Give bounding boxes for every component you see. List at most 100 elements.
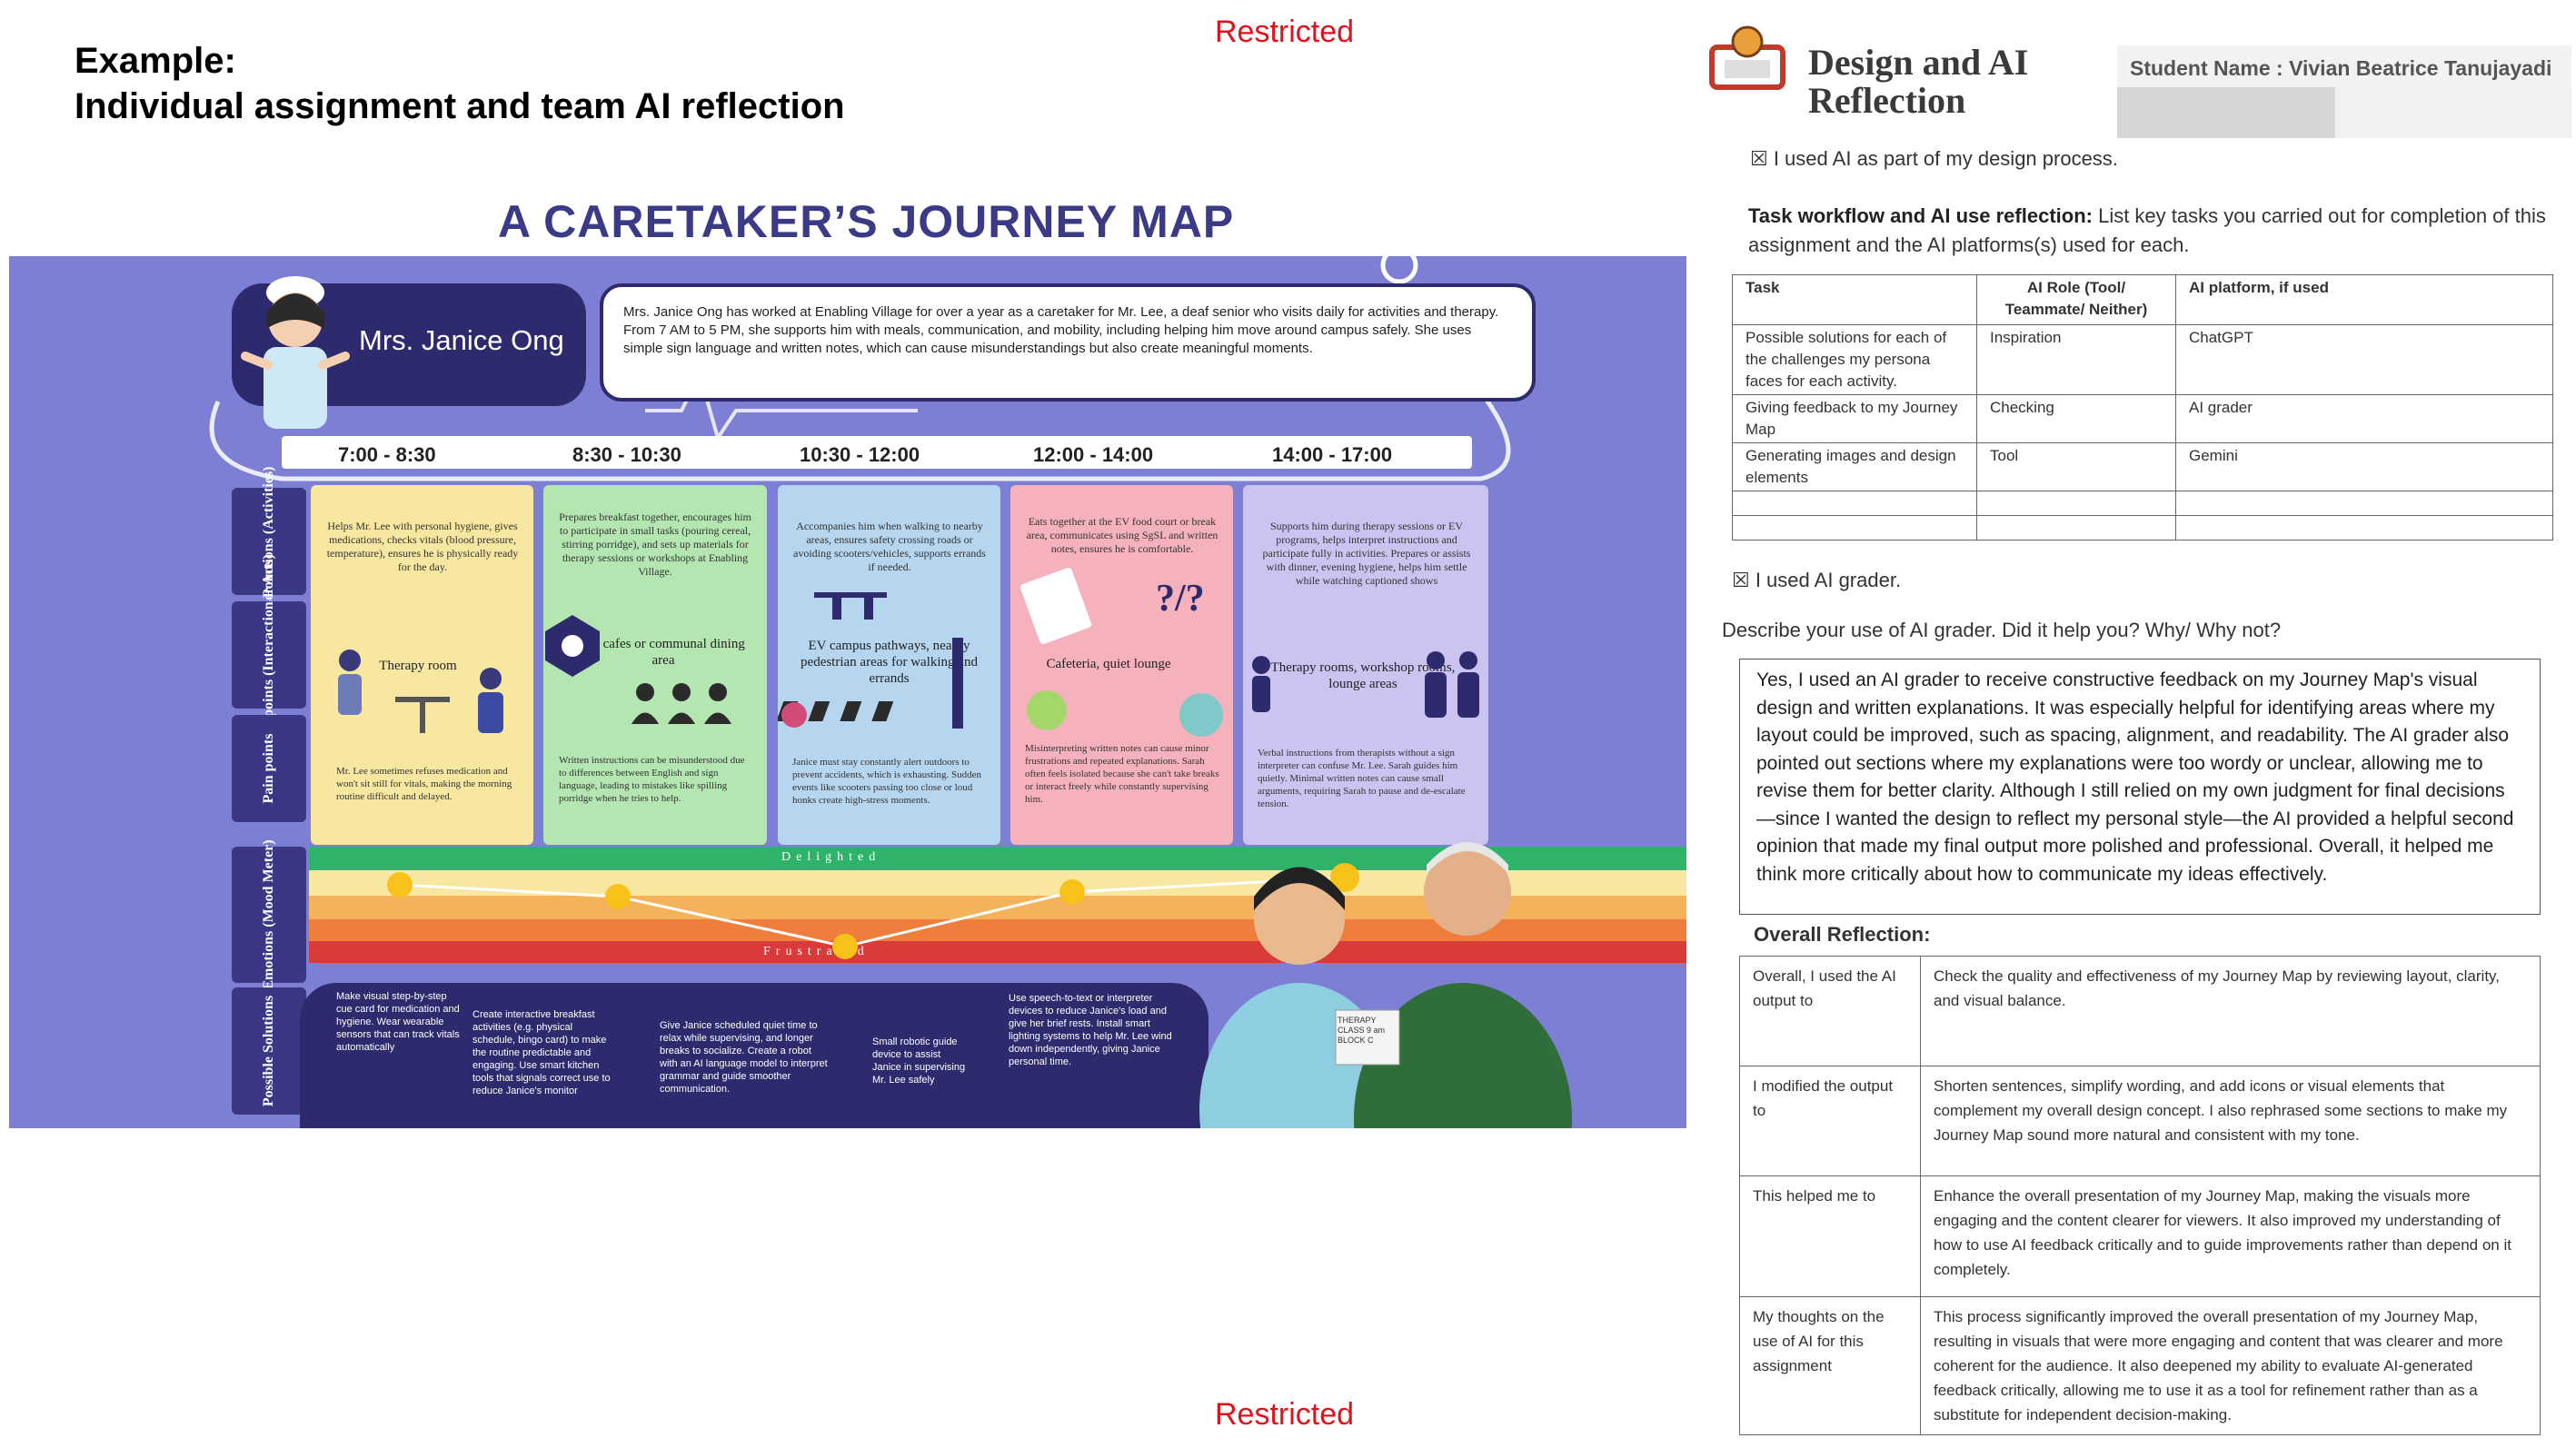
mood-top-label: Delighted xyxy=(781,850,881,864)
action-text: Supports him during therapy sessions or … xyxy=(1262,520,1471,587)
overall-reflection-table: Overall, I used the AI output to Check t… xyxy=(1739,956,2541,1435)
student-name: Student Name : Vivian Beatrice Tanujayad… xyxy=(2130,56,2552,80)
solution-text: Give Janice scheduled quiet time to rela… xyxy=(660,1020,828,1095)
touchpoint-title: Cafeteria, quiet lounge xyxy=(1046,657,1171,671)
journey-map-title: A CARETAKER’S JOURNEY MAP xyxy=(498,196,1235,247)
nurse-illustration-icon xyxy=(241,276,350,429)
reflection-title: Design and AI Reflection xyxy=(1808,44,2028,120)
column-1030-1200 xyxy=(778,485,1000,845)
table-row: My thoughts on the use of AI for this as… xyxy=(1739,1296,2541,1435)
time-label: 14:00 - 17:00 xyxy=(1272,443,1393,466)
grader-answer: Yes, I used an AI grader to receive cons… xyxy=(1739,659,2541,915)
ai-role-cell xyxy=(1976,491,2176,516)
time-label: 12:00 - 14:00 xyxy=(1033,443,1154,466)
therapy-rooms-illustration-icon xyxy=(1252,651,1479,718)
reflection-prompt-cell: This helped me to xyxy=(1739,1175,1921,1297)
touchpoint-title: EV campus pathways, nearby pedestrian ar… xyxy=(801,639,978,686)
example-subtitle: Individual assignment and team AI reflec… xyxy=(75,86,845,126)
row-label-pain-points: Pain points xyxy=(232,715,306,822)
reflection-response-cell: Enhance the overall presentation of my J… xyxy=(1920,1175,2541,1297)
solution-text: Make visual step-by-step cue card for me… xyxy=(336,991,460,1053)
redacted-box xyxy=(2117,87,2335,138)
ai-role-cell xyxy=(1976,515,2176,541)
overall-reflection-heading: Overall Reflection: xyxy=(1754,923,1931,946)
pain-point-text: Written instructions can be misunderstoo… xyxy=(559,755,745,804)
task-table-header: Task AI Role (Tool/ Teammate/ Neither) A… xyxy=(1732,274,2553,325)
table-row: Generating images and design elements To… xyxy=(1732,442,2553,491)
persona-description: Mrs. Janice Ong has worked at Enabling V… xyxy=(600,283,1536,402)
pain-point-text: Misinterpreting written notes can cause … xyxy=(1025,743,1219,805)
table-row: Overall, I used the AI output to Check t… xyxy=(1739,956,2541,1066)
task-cell: Possible solutions for each of the chall… xyxy=(1732,324,1977,395)
workflow-heading: Task workflow and AI use reflection: xyxy=(1748,204,2093,227)
column-1200-1400 xyxy=(1010,485,1233,845)
action-text: Helps Mr. Lee with personal hygiene, giv… xyxy=(326,520,519,573)
therapy-room-illustration-icon xyxy=(338,650,503,733)
journey-map: Mrs. Janice Ong Mrs. Janice Ong has work… xyxy=(9,256,1686,1128)
example-label: Example: xyxy=(75,41,236,81)
pathway-illustration-icon xyxy=(778,592,963,729)
reflection-response-cell: This process significantly improved the … xyxy=(1920,1296,2541,1435)
solution-text: Small robotic guide device to assist Jan… xyxy=(872,1036,966,1086)
task-cell xyxy=(1732,491,1977,516)
pain-point-text: Janice must stay constantly alert outdoo… xyxy=(792,757,982,806)
caretaker-photo xyxy=(1199,842,1572,1128)
column-1400-1700 xyxy=(1243,485,1488,845)
time-label: 7:00 - 8:30 xyxy=(338,443,436,466)
reflection-prompt-cell: I modified the output to xyxy=(1739,1066,1921,1176)
example-heading: Example: Individual assignment and team … xyxy=(75,38,845,129)
solutions-band xyxy=(300,983,1208,1128)
header-ai-role: AI Role (Tool/ Teammate/ Neither) xyxy=(1976,274,2176,325)
mood-line xyxy=(387,863,1359,959)
workflow-instruction: Task workflow and AI use reflection: Lis… xyxy=(1748,202,2557,260)
ai-platform-cell: AI grader xyxy=(2175,394,2553,443)
touchpoint-title: EV cafes or communal dining area xyxy=(582,637,745,668)
table-row: I modified the output to Shorten sentenc… xyxy=(1739,1066,2541,1176)
ai-role-cell: Inspiration xyxy=(1976,324,2176,395)
reflection-response-cell: Check the quality and effectiveness of m… xyxy=(1920,956,2541,1066)
reflection-prompt-cell: My thoughts on the use of AI for this as… xyxy=(1739,1296,1921,1435)
table-row xyxy=(1732,491,2553,516)
pain-point-text: Mr. Lee sometimes refuses medication and… xyxy=(336,766,512,802)
time-label: 10:30 - 12:00 xyxy=(800,443,920,466)
ai-platform-cell: Gemini xyxy=(2175,442,2553,491)
row-label-actions: User Actions (Activities) xyxy=(232,467,306,617)
reflection-prompt-cell: Overall, I used the AI output to xyxy=(1739,956,1921,1066)
grader-question: Describe your use of AI grader. Did it h… xyxy=(1722,619,2282,641)
svg-text:?/?: ?/? xyxy=(1156,578,1205,620)
ai-design-checkbox: ☒ I used AI as part of my design process… xyxy=(1750,147,2118,170)
row-label-touchpoints: Touchpoints (Interaction Points) xyxy=(232,554,306,756)
row-label-emotions: Emotions (Mood Meter) xyxy=(232,839,306,990)
action-text: Eats together at the EV food court or br… xyxy=(1026,515,1218,555)
redacted-box-light xyxy=(2335,87,2571,138)
restricted-label-bottom: Restricted xyxy=(1215,1397,1355,1432)
reflection-response-cell: Shorten sentences, simplify wording, and… xyxy=(1920,1066,2541,1176)
student-name-bar xyxy=(2117,45,2571,87)
header-ai-platform: AI platform, if used xyxy=(2175,274,2553,325)
task-cell xyxy=(1732,515,1977,541)
ai-platform-cell: ChatGPT xyxy=(2175,324,2553,395)
action-text: Accompanies him when walking to nearby a… xyxy=(793,520,986,573)
ai-role-cell: Tool xyxy=(1976,442,2176,491)
dining-illustration-icon xyxy=(545,615,731,724)
table-row: This helped me to Enhance the overall pr… xyxy=(1739,1175,2541,1297)
time-label: 8:30 - 10:30 xyxy=(572,443,681,466)
solution-text: Create interactive breakfast activities … xyxy=(472,1009,611,1096)
reflection-title-line2: Reflection xyxy=(1808,80,1966,121)
time-bar xyxy=(282,436,1472,469)
touchpoint-title: Therapy room xyxy=(379,659,457,673)
header-task: Task xyxy=(1732,274,1977,325)
task-cell: Giving feedback to my Journey Map xyxy=(1732,394,1977,443)
ai-platform-cell xyxy=(2175,491,2553,516)
table-row: Possible solutions for each of the chall… xyxy=(1732,324,2553,395)
stethoscope-decoration xyxy=(209,256,1511,481)
ai-role-cell: Checking xyxy=(1976,394,2176,443)
table-row: Giving feedback to my Journey Map Checki… xyxy=(1732,394,2553,443)
persona-name: Mrs. Janice Ong xyxy=(359,324,564,356)
workflow-description: List key tasks you carried out for compl… xyxy=(1748,204,2546,256)
restricted-label-top: Restricted xyxy=(1215,15,1355,49)
mood-band-red xyxy=(309,941,1686,963)
touchpoint-title: Therapy rooms, workshop rooms, lounge ar… xyxy=(1270,660,1456,691)
row-label-solutions: Possible Solutions xyxy=(232,987,306,1115)
task-cell: Generating images and design elements xyxy=(1732,442,1977,491)
